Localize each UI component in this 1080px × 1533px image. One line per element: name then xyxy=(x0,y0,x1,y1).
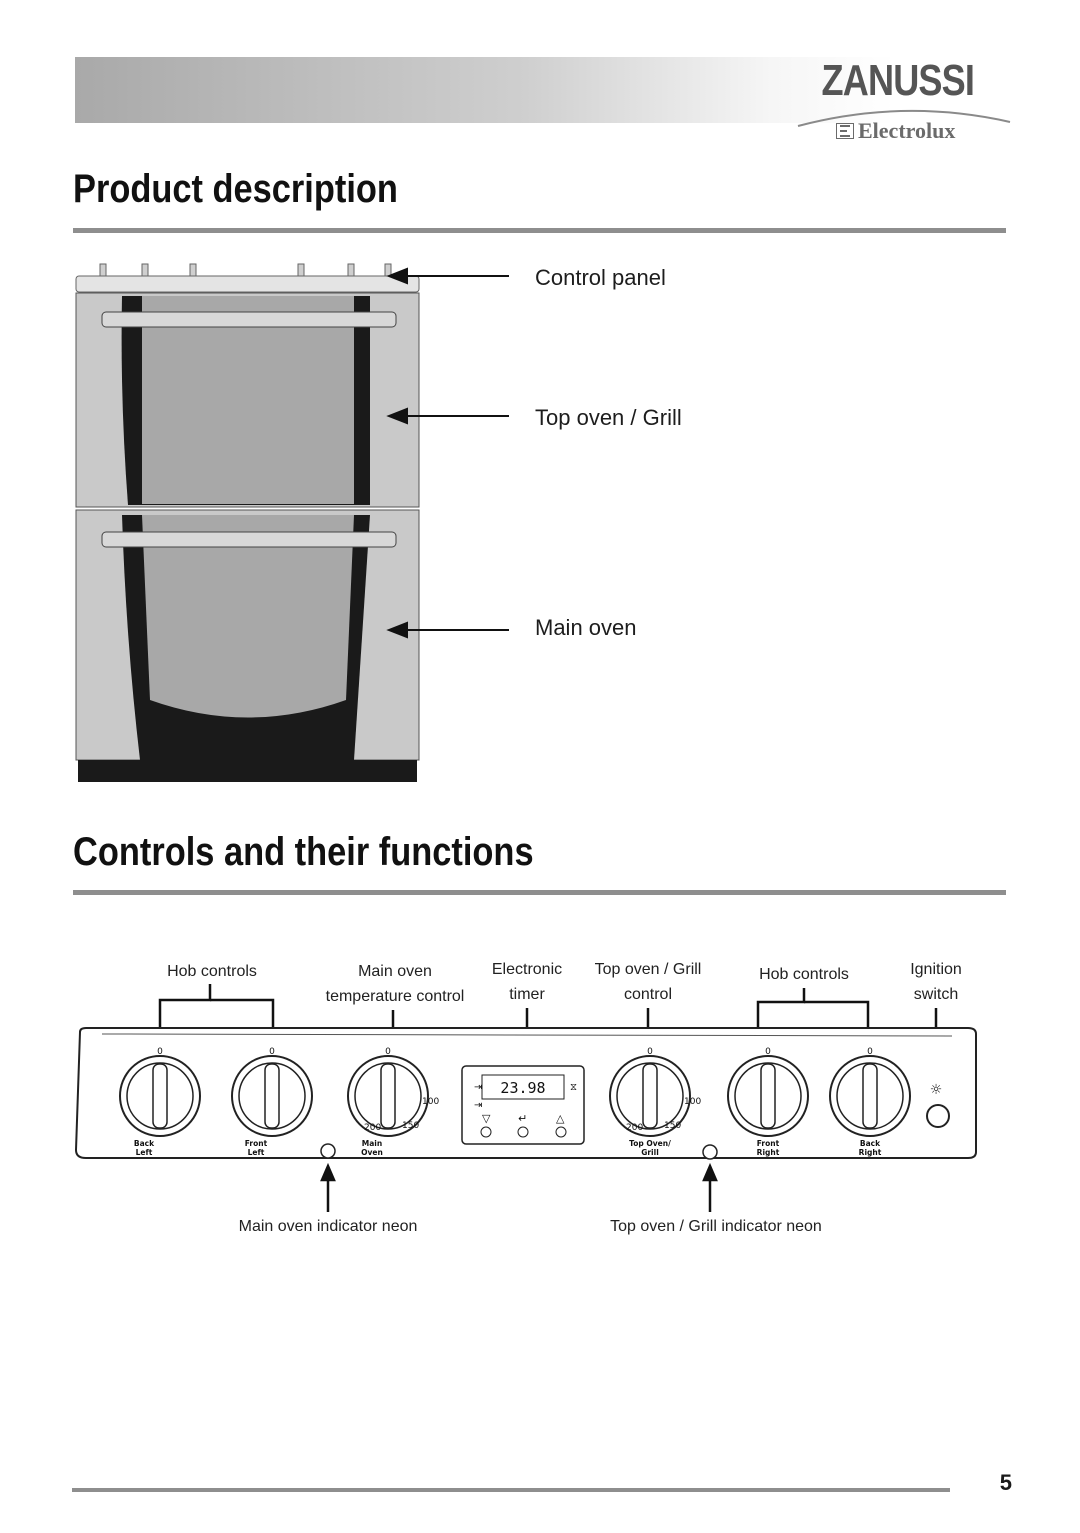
label-hob-controls-right: Hob controls xyxy=(759,966,849,983)
label-timer-2: timer xyxy=(509,986,545,1003)
timer-display: 23.98 xyxy=(500,1079,545,1097)
dial-temp-mark: 150 xyxy=(402,1121,419,1131)
svg-text:⇥: ⇥ xyxy=(474,1100,482,1111)
callout-main-oven: Main oven xyxy=(535,615,637,640)
dial-temp-mark: 200 xyxy=(364,1123,381,1133)
label-ignition-2: switch xyxy=(913,986,959,1003)
knob-label: Top Oven/ xyxy=(629,1139,671,1148)
knob-zero-mark: 0 xyxy=(867,1047,873,1057)
page-title: Product description xyxy=(73,167,398,211)
section-title-controls: Controls and their functions xyxy=(73,830,534,874)
knob-zero-mark: 0 xyxy=(157,1047,163,1057)
svg-text:△: △ xyxy=(556,1112,565,1125)
sub-brand-logo: Electrolux xyxy=(858,118,956,143)
label-top-oven-1: Top oven / Grill xyxy=(594,961,702,978)
knob-label: Grill xyxy=(641,1148,659,1157)
footer-rule xyxy=(72,1488,950,1492)
svg-text:⧖: ⧖ xyxy=(570,1082,577,1093)
knob-label: Left xyxy=(248,1148,265,1157)
dial-temp-mark: 200 xyxy=(626,1123,643,1133)
knob-zero-mark: 0 xyxy=(385,1047,391,1057)
neon-leader-arrows xyxy=(320,1162,718,1212)
dial-temp-mark: 100 xyxy=(684,1097,701,1107)
knob-zero-mark: 0 xyxy=(647,1047,653,1057)
knob-zero-mark: 0 xyxy=(269,1047,275,1057)
knob-label: Front xyxy=(245,1139,268,1148)
section-divider-controls xyxy=(73,890,1006,895)
knob-label: Back xyxy=(860,1139,881,1148)
page-number: 5 xyxy=(999,1470,1012,1495)
knob-label: Left xyxy=(136,1148,153,1157)
cooker-illustration xyxy=(75,263,420,782)
callout-arrows xyxy=(386,267,509,639)
brand-swoosh-icon xyxy=(797,109,1011,127)
svg-text:⇥: ⇥ xyxy=(474,1082,482,1093)
svg-text:↵: ↵ xyxy=(518,1112,527,1125)
section-divider xyxy=(73,228,1006,233)
label-hob-controls-left: Hob controls xyxy=(167,963,257,980)
dial-temp-mark: 150 xyxy=(664,1121,681,1131)
label-main-oven-2: temperature control xyxy=(325,988,465,1005)
knob-label: Oven xyxy=(361,1148,383,1157)
knob-label: Right xyxy=(757,1148,780,1157)
knob-label: Front xyxy=(757,1139,780,1148)
callout-top-oven: Top oven / Grill xyxy=(535,405,682,430)
label-main-oven-1: Main oven xyxy=(358,963,432,980)
knob-zero-mark: 0 xyxy=(765,1047,771,1057)
label-main-oven-neon: Main oven indicator neon xyxy=(238,1218,418,1235)
knob-label: Back xyxy=(134,1139,155,1148)
callout-control-panel: Control panel xyxy=(535,265,666,290)
dial-temp-mark: 100 xyxy=(422,1097,439,1107)
knob-label: Right xyxy=(859,1148,882,1157)
electrolux-logo-icon xyxy=(836,123,854,139)
label-top-oven-2: control xyxy=(623,986,673,1003)
knob-label: Main xyxy=(362,1139,382,1148)
header-gradient-bar xyxy=(75,57,895,123)
brand-logo: ZANUSSI xyxy=(821,56,974,105)
label-top-oven-neon: Top oven / Grill indicator neon xyxy=(610,1218,822,1235)
label-ignition-1: Ignition xyxy=(910,961,962,978)
svg-text:☼: ☼ xyxy=(930,1082,943,1098)
svg-text:▽: ▽ xyxy=(482,1112,491,1125)
label-timer-1: Electronic xyxy=(491,961,563,978)
